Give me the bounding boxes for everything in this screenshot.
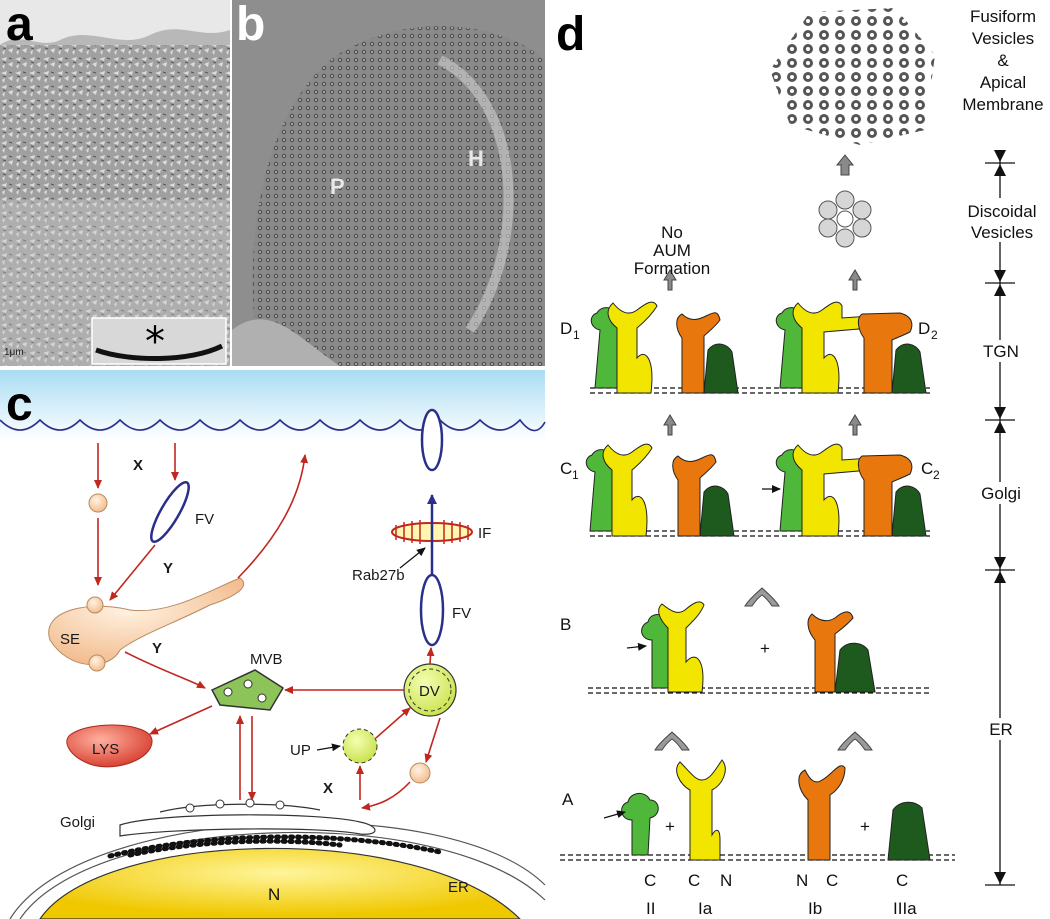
panel-letter-b: b	[236, 0, 265, 51]
protein-ii: II	[646, 899, 655, 918]
terminus-ia-c: C	[688, 871, 700, 890]
panel-letter-a: a	[6, 0, 33, 51]
upk-ia	[676, 759, 726, 861]
label-y-upper: Y	[163, 560, 173, 577]
top-label-line-4: Apical	[980, 73, 1026, 92]
label-fv-right: FV	[452, 605, 471, 622]
protein-ia: Ia	[698, 899, 713, 918]
panel-d-diagram: d No AUM Formation	[556, 7, 1047, 918]
compartment-discoidal-1: Discoidal	[968, 202, 1037, 221]
panel-letter-d: d	[556, 8, 585, 61]
endocytic-vesicle	[88, 493, 108, 513]
pathway-arrows	[663, 154, 862, 436]
stage-d1-label: D	[560, 319, 572, 338]
compartment-discoidal-2: Vesicles	[971, 223, 1033, 242]
panel-letter-c: c	[6, 378, 33, 431]
label-golgi-c: Golgi	[60, 814, 95, 831]
label-x-top: X	[133, 457, 143, 474]
scale-bar-label: 1μm	[4, 347, 24, 358]
label-n: N	[268, 885, 280, 904]
top-label-line-2: Vesicles	[972, 29, 1034, 48]
asterisk-icon: *	[145, 319, 165, 365]
label-h: H	[468, 146, 484, 171]
stage-d-proteins	[590, 301, 927, 394]
axis-arrowheads	[994, 150, 1006, 884]
fusiform-vesicle-right	[419, 573, 445, 647]
golgi	[119, 814, 376, 837]
no-aum-line-3: Formation	[634, 259, 711, 278]
upk-ib	[798, 765, 846, 861]
stage-d2-label: D	[918, 319, 930, 338]
label-if: IF	[478, 525, 491, 542]
apical-membrane	[0, 418, 546, 432]
stage-a-label: A	[562, 790, 574, 809]
label-rab27b: Rab27b	[352, 567, 405, 584]
plus-b: +	[760, 639, 770, 658]
label-mvb: MVB	[250, 651, 283, 668]
stage-c2-sub: 2	[933, 468, 940, 482]
no-aum-line-1: No	[661, 223, 683, 242]
top-label-line-3: &	[997, 51, 1009, 70]
mvb	[210, 669, 285, 711]
terminus-ib-n: N	[796, 871, 808, 890]
plus-a2: +	[860, 817, 870, 836]
no-aum-line-2: AUM	[653, 241, 691, 260]
up-vesicle	[342, 728, 378, 764]
stage-c1-label: C	[560, 459, 572, 478]
terminus-ia-n: N	[720, 871, 732, 890]
stage-c-proteins	[585, 443, 927, 537]
label-fv-left: FV	[195, 511, 214, 528]
stage-c1-sub: 1	[572, 468, 579, 482]
panel-c-diagram: c N ER Golgi SE FV X Y Y MVB	[0, 370, 546, 919]
plus-a1: +	[665, 817, 675, 836]
small-vesicle	[409, 762, 431, 784]
terminus-iiia-c: C	[896, 871, 908, 890]
stage-b-proteins	[626, 601, 876, 693]
aum-crystal	[770, 8, 935, 145]
panel-a-micrograph: * 1μm a	[0, 0, 230, 366]
stage-d2-sub: 2	[931, 328, 938, 342]
terminus-ii-c: C	[644, 871, 656, 890]
label-se: SE	[60, 631, 80, 648]
terminus-ib-c: C	[826, 871, 838, 890]
stage-b-label: B	[560, 615, 571, 634]
compartment-tgn: TGN	[983, 342, 1019, 361]
panel-b-micrograph: P H b	[232, 0, 545, 366]
top-label-line-1: Fusiform	[970, 7, 1036, 26]
stage-d1-sub: 1	[573, 328, 580, 342]
upk-ii	[621, 793, 659, 856]
compartment-golgi: Golgi	[981, 484, 1021, 503]
nucleus	[39, 847, 521, 919]
protein-ib: Ib	[808, 899, 822, 918]
label-y-lower: Y	[152, 640, 162, 657]
label-p: P	[330, 174, 345, 199]
sorting-endosome	[48, 577, 245, 666]
label-lys: LYS	[92, 741, 119, 758]
fusiform-vesicle-left	[150, 480, 190, 544]
label-x-bottom: X	[323, 780, 333, 797]
label-dv: DV	[419, 683, 440, 700]
compartment-er: ER	[989, 720, 1013, 739]
top-label-line-5: Membrane	[962, 95, 1043, 114]
label-up: UP	[290, 742, 311, 759]
protein-iiia: IIIa	[893, 899, 917, 918]
upk-iiia	[887, 801, 931, 861]
stage-a-proteins	[603, 759, 931, 861]
fusiform-vesicle-fused	[420, 408, 444, 472]
label-er-c: ER	[448, 879, 469, 896]
lysosome	[66, 724, 153, 768]
stage-c2-label: C	[921, 459, 933, 478]
compartment-axis	[985, 150, 1015, 886]
uroplakin-particle	[818, 190, 872, 248]
